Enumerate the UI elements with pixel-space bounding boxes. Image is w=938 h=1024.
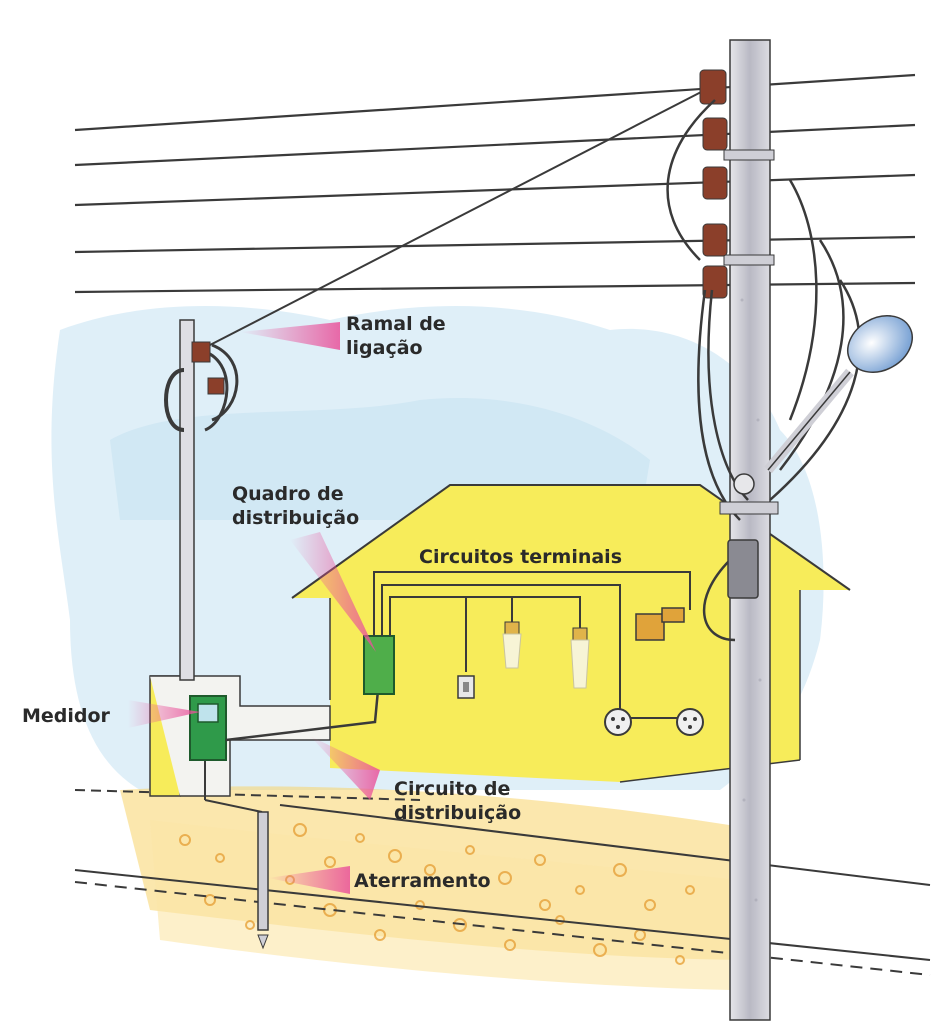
label-circuito-line1: Circuito de — [394, 777, 521, 801]
label-quadro-de-distribuicao: Quadro de distribuição — [232, 482, 359, 530]
label-ramal-line1: Ramal de — [346, 312, 446, 336]
label-circuitos-terminais: Circuitos terminais — [419, 545, 622, 569]
label-circuito-line2: distribuição — [394, 801, 521, 825]
label-ramal-de-ligacao: Ramal de ligação — [346, 312, 446, 360]
overhead-power-lines — [75, 75, 915, 292]
label-quadro-line1: Quadro de — [232, 482, 359, 506]
insulators — [700, 70, 727, 298]
label-circuito-de-distribuicao: Circuito de distribuição — [394, 777, 521, 825]
label-medidor: Medidor — [22, 704, 110, 728]
meter-box — [190, 696, 226, 760]
label-quadro-line2: distribuição — [232, 506, 359, 530]
wall-switch — [458, 676, 474, 698]
label-aterramento-text: Aterramento — [354, 869, 491, 893]
distribution-board — [364, 636, 394, 694]
utility-pole — [724, 40, 774, 1020]
label-aterramento: Aterramento — [354, 869, 491, 893]
label-terminais-text: Circuitos terminais — [419, 545, 622, 569]
label-ramal-line2: ligação — [346, 336, 446, 360]
label-medidor-text: Medidor — [22, 704, 110, 728]
street-lamp — [768, 304, 922, 470]
